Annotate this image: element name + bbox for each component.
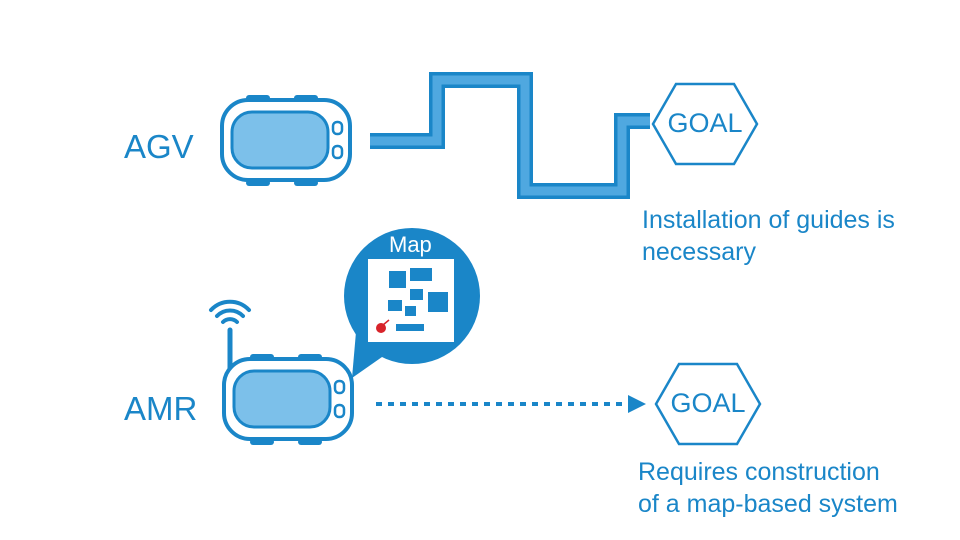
agv-vehicle-icon [220, 95, 352, 186]
amr-goal-label: GOAL [670, 388, 746, 418]
agv-note: Installation of guides is necessary [642, 204, 895, 268]
amr-label: AMR [124, 390, 198, 427]
agv-goal-label: GOAL [667, 108, 743, 138]
amr-goal-hexagon-icon [654, 362, 762, 446]
agv-label: AGV [124, 128, 194, 165]
agv-goal-hexagon-icon [651, 82, 759, 166]
amr-note-line-2: of a map-based system [638, 490, 898, 518]
agv-guide-path [370, 72, 650, 199]
agv-note-line-2: necessary [642, 238, 756, 266]
location-pin-icon [376, 319, 390, 333]
agv-note-line-1: Installation of guides is [642, 206, 895, 234]
amr-note: Requires construction of a map-based sys… [638, 456, 898, 520]
amr-vehicle-icon [222, 354, 354, 445]
wifi-icon [209, 299, 251, 375]
map-label: Map [389, 232, 432, 257]
arrow-head-icon [628, 395, 646, 413]
map-bubble-icon [344, 228, 480, 378]
amr-dotted-path [376, 395, 646, 413]
amr-note-line-1: Requires construction [638, 458, 880, 486]
